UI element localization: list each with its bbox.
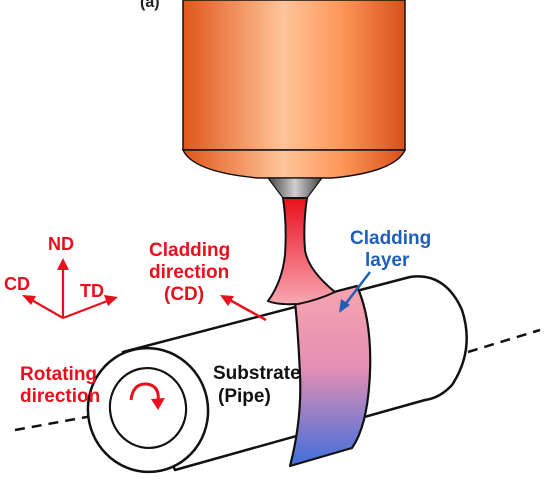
nozzle-tip <box>266 177 324 199</box>
cd-axis-arrow <box>29 298 64 319</box>
td-label: TD <box>80 281 104 301</box>
nozzle <box>181 0 407 199</box>
cladding-layer-line1: Cladding <box>350 228 431 249</box>
cladding-direction-line2: direction <box>149 262 229 283</box>
cladding-direction-line3: (CD) <box>164 284 204 305</box>
molten-stream <box>266 197 337 306</box>
pipe-body <box>121 275 468 472</box>
cd-label: CD <box>4 274 30 294</box>
substrate-line2: (Pipe) <box>218 386 271 407</box>
coordinate-axes <box>22 258 118 320</box>
nozzle-cone <box>181 149 407 179</box>
rotating-direction-line1: Rotating <box>20 364 97 385</box>
cladding-layer-line2: layer <box>365 250 410 271</box>
figure-tag: (a) <box>140 0 160 11</box>
rotating-direction-line2: direction <box>20 386 100 407</box>
td-axis-arrow <box>62 298 111 320</box>
substrate-line1: Substrate <box>213 363 301 384</box>
cladding-direction-arrow <box>220 295 267 322</box>
pipe-inner-bore <box>108 366 188 450</box>
cladding-band <box>288 284 372 468</box>
nozzle-body <box>182 0 406 151</box>
pipe-axis-right <box>467 328 541 354</box>
nd-arrowhead <box>57 258 69 270</box>
nd-label: ND <box>48 234 74 254</box>
cladding-direction-line1: Cladding <box>149 240 230 261</box>
cladding-layer-arrow <box>339 271 371 313</box>
rotating-direction-arrow <box>129 382 165 410</box>
cd-arrowhead <box>22 295 36 305</box>
td-arrowhead <box>104 295 118 306</box>
substrate-pipe <box>86 275 468 474</box>
